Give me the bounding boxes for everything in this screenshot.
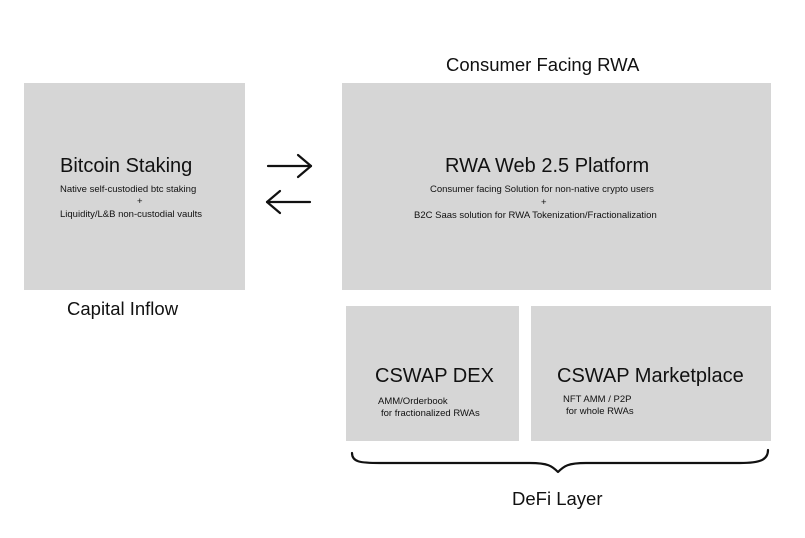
left-arrow-icon [265, 189, 312, 215]
rwa-platform-title: RWA Web 2.5 Platform [445, 155, 650, 177]
cswap-marketplace-title: CSWAP Marketplace [557, 365, 744, 387]
consumer-facing-title: Consumer Facing RWA [446, 54, 640, 75]
cswap-marketplace-line1: NFT AMM / P2P [563, 394, 632, 405]
cswap-marketplace-line2: for whole RWAs [566, 406, 634, 417]
bitcoin-staking-plus: + [137, 196, 143, 207]
bitcoin-staking-title: Bitcoin Staking [60, 155, 193, 177]
bitcoin-staking-box [24, 83, 245, 290]
cswap-marketplace-box [531, 306, 771, 441]
bitcoin-staking-line2: Liquidity/L&B non-custodial vaults [60, 209, 203, 220]
right-arrow-icon [266, 153, 313, 179]
rwa-platform-line1: Consumer facing Solution for non-native … [430, 184, 654, 195]
bitcoin-staking-line1: Native self-custodied btc staking [60, 184, 197, 195]
capital-inflow-label: Capital Inflow [67, 298, 179, 319]
rwa-platform-box [342, 83, 771, 290]
cswap-dex-box [346, 306, 519, 441]
cswap-dex-line1: AMM/Orderbook [378, 396, 448, 407]
rwa-platform-plus: + [541, 197, 547, 208]
defi-brace-icon [350, 448, 770, 474]
cswap-dex-title: CSWAP DEX [375, 365, 494, 387]
cswap-dex-line2: for fractionalized RWAs [381, 408, 480, 419]
rwa-platform-line2: B2C Saas solution for RWA Tokenization/F… [414, 210, 657, 221]
defi-layer-label: DeFi Layer [512, 488, 603, 509]
